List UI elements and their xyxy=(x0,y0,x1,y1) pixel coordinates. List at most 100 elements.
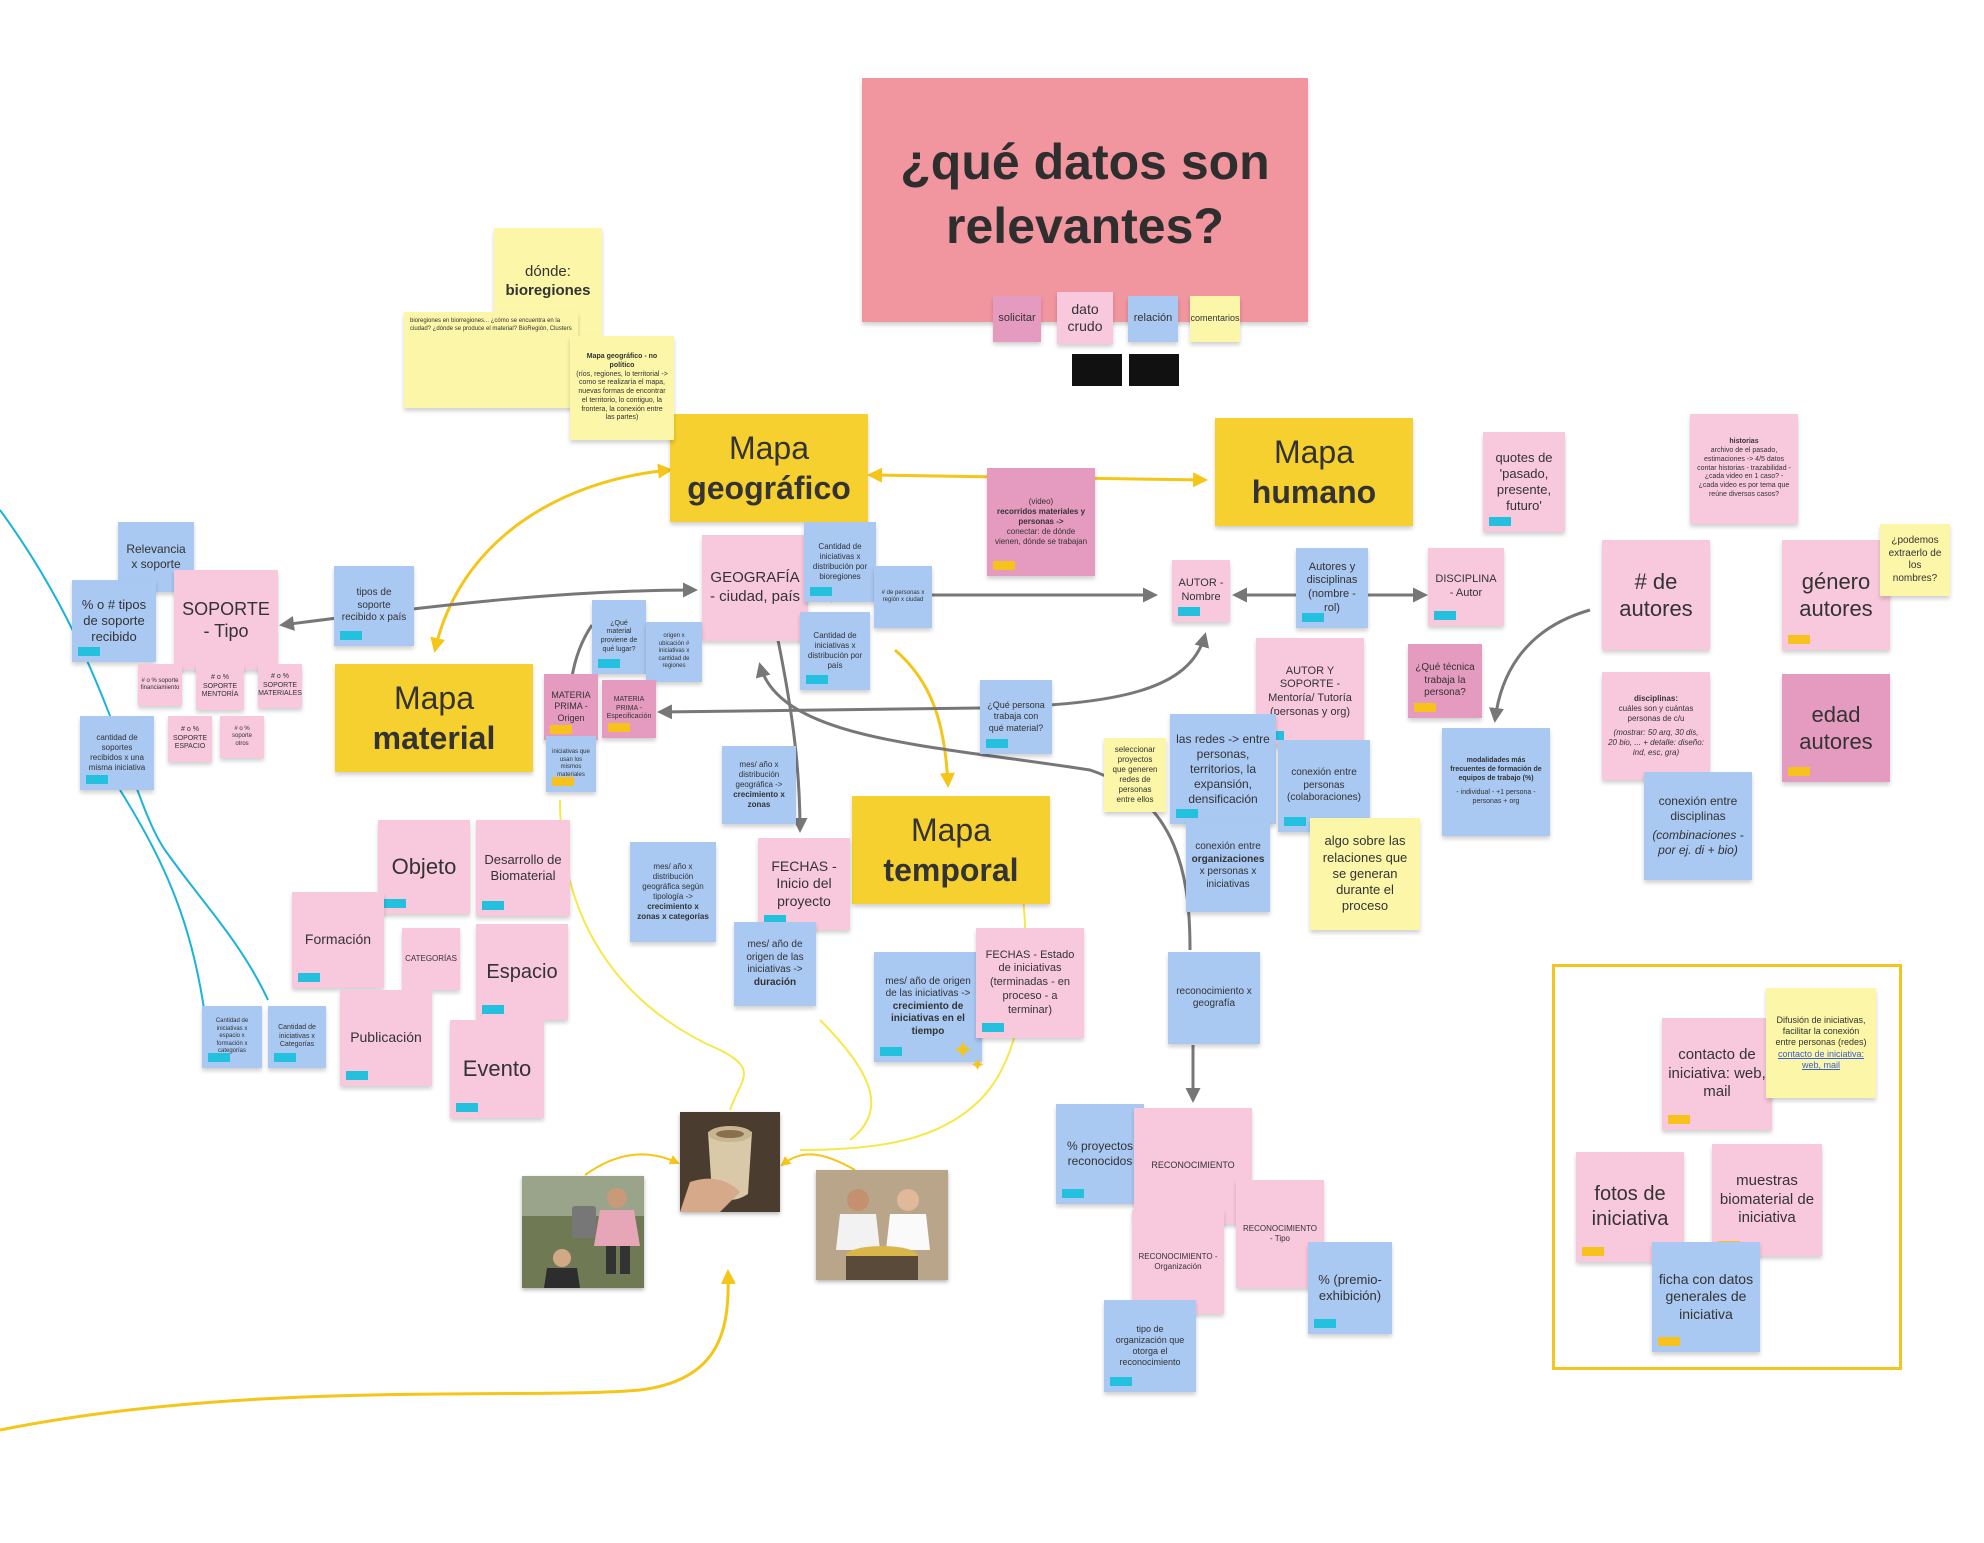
note-las-redes[interactable]: las redes -> entre personas, territorios… xyxy=(1170,714,1276,824)
tag xyxy=(552,777,574,786)
note-soporte-materiales[interactable]: # o % SOPORTE MATERIALES xyxy=(258,664,302,708)
note-evento[interactable]: Evento xyxy=(450,1020,544,1118)
note-que-material[interactable]: ¿Qué material proviene de qué lugar? xyxy=(592,600,646,674)
sparkle-icon: ✦ xyxy=(952,1035,974,1065)
note-genero-autores[interactable]: género autores xyxy=(1782,540,1890,650)
tag xyxy=(880,1047,902,1056)
note-reconocimiento-geografia[interactable]: reconocimiento x geografía xyxy=(1168,952,1260,1044)
note-seleccionar-proyectos[interactable]: seleccionar proyectos que generen redes … xyxy=(1104,738,1166,812)
note-cantidad-categorias-1[interactable]: Cantidad de iniciativas x espacio x form… xyxy=(202,1006,262,1068)
note-soporte-mentoria[interactable]: # o % SOPORTE MENTORÍA xyxy=(196,664,244,710)
note-quotes[interactable]: quotes de 'pasado, presente, futuro' xyxy=(1483,432,1565,532)
title-note[interactable]: ¿qué datos son relevantes? xyxy=(862,78,1308,322)
note-num-autores[interactable]: # de autores xyxy=(1602,540,1710,650)
note-disciplina-autor[interactable]: DISCIPLINA - Autor xyxy=(1428,548,1504,626)
note-pct-proyectos-reconocidos[interactable]: % proyectos reconocidos xyxy=(1056,1104,1144,1204)
cyan-line xyxy=(0,509,269,1001)
note-muestras[interactable]: muestras biomaterial de iniciativa xyxy=(1712,1144,1822,1256)
note-ficha[interactable]: ficha con datos generales de iniciativa xyxy=(1652,1242,1760,1352)
legend-dato-crudo[interactable]: dato crudo xyxy=(1057,292,1113,344)
tag xyxy=(986,739,1008,748)
note-materia-prima-especificacion[interactable]: MATERIA PRIMA - Especificación xyxy=(602,680,656,738)
legend-solicitar[interactable]: solicitar xyxy=(993,296,1041,342)
note-pct-premio[interactable]: % (premio- exhibición) xyxy=(1308,1242,1392,1334)
note-soporte-otros[interactable]: # o % soporte otros xyxy=(220,716,264,758)
note-geografia[interactable]: GEOGRAFÍA - ciudad, país xyxy=(702,535,808,641)
note-algo-relaciones[interactable]: algo sobre las relaciones que se generan… xyxy=(1310,818,1420,930)
note-materia-prima-origen[interactable]: MATERIA PRIMA - Origen xyxy=(544,674,598,740)
note-autores-disciplinas[interactable]: Autores y disciplinas (nombre - rol) xyxy=(1296,548,1368,628)
note-mes-anio-duracion[interactable]: mes/ año de origen de las iniciativas ->… xyxy=(734,922,816,1006)
tag xyxy=(482,901,504,910)
mapa-geografico-header[interactable]: Mapa geográfico xyxy=(670,414,868,522)
tag xyxy=(86,775,108,784)
note-conexion-personas[interactable]: conexión entre personas (colaboraciones) xyxy=(1278,740,1370,832)
mapa-humano-header[interactable]: Mapa humano xyxy=(1215,418,1413,526)
tag xyxy=(274,1053,296,1062)
vessel-image xyxy=(680,1112,780,1212)
tag xyxy=(1788,635,1810,644)
tag xyxy=(993,561,1015,570)
note-cantidad-soportes[interactable]: cantidad de soportes recibidos x una mis… xyxy=(80,716,154,790)
note-conexion-organizaciones[interactable]: conexión entre organizaciones x personas… xyxy=(1186,820,1270,912)
note-categorias[interactable]: CATEGORÍAS xyxy=(402,928,460,990)
tag xyxy=(384,899,406,908)
photo-lab-team[interactable] xyxy=(816,1170,948,1280)
note-tipos-soporte-pais[interactable]: tipos de soporte recibido x país xyxy=(334,566,414,646)
note-mapa-no-politico[interactable]: Mapa geográfico - no político (ríos, reg… xyxy=(570,336,674,440)
note-autor-nombre[interactable]: AUTOR - Nombre xyxy=(1172,560,1230,622)
photo-biomaterial-vessel[interactable] xyxy=(680,1112,780,1212)
note-cantidad-pais[interactable]: Cantidad de iniciativas x distribución p… xyxy=(800,612,870,690)
note-bioregiones-info[interactable]: bioregiones en biorregiones... ¿cómo se … xyxy=(404,312,578,408)
note-mes-anio-categorias[interactable]: mes/ año x distribución geográfica según… xyxy=(630,842,716,942)
note-que-tecnica[interactable]: ¿Qué técnica trabaja la persona? xyxy=(1408,644,1482,718)
arrow-geo-reconocimiento xyxy=(755,662,1192,951)
note-soporte-espacio[interactable]: # o % SOPORTE ESPACIO xyxy=(168,716,212,762)
note-cantidad-categorias-2[interactable]: Cantidad de iniciativas x Categorías xyxy=(268,1006,326,1068)
note-formacion[interactable]: Formación xyxy=(292,892,384,988)
note-historias[interactable]: historias archivo de el pasado, estimaci… xyxy=(1690,414,1798,524)
note-iniciativas-materiales[interactable]: iniciativas que usan los mismos material… xyxy=(546,736,596,792)
note-edad-autores[interactable]: edad autores xyxy=(1782,674,1890,782)
mapa-material-header[interactable]: Mapa material xyxy=(335,664,533,772)
tag xyxy=(982,1023,1004,1032)
note-soporte-financiamiento[interactable]: # o % soporte financiamiento xyxy=(138,664,182,706)
note-mes-anio-crecimiento[interactable]: mes/ año de origen de las iniciativas ->… xyxy=(874,952,982,1062)
legend-relacion[interactable]: relación xyxy=(1128,296,1178,342)
note-conexion-disciplinas[interactable]: conexión entre disciplinas (combinacione… xyxy=(1644,772,1752,880)
photo-people-garden[interactable] xyxy=(522,1176,644,1288)
note-que-persona[interactable]: ¿Qué persona trabaja con qué material? xyxy=(980,680,1052,754)
note-objeto[interactable]: Objeto xyxy=(378,820,470,914)
note-pct-tipos-soporte[interactable]: % o # tipos de soporte recibido xyxy=(72,580,156,662)
cyan-line-2 xyxy=(119,789,211,1061)
note-podemos-extraer[interactable]: ¿podemos extraerlo de los nombres? xyxy=(1880,524,1950,596)
note-modalidades[interactable]: modalidades más frecuentes de formación … xyxy=(1442,728,1550,836)
note-soporte-tipo[interactable]: SOPORTE - Tipo xyxy=(174,570,278,670)
note-publicacion[interactable]: Publicación xyxy=(340,990,432,1086)
note-personas-lugar[interactable]: # de personas x región x ciudad xyxy=(874,566,932,628)
photo-arrow-right xyxy=(780,1153,856,1171)
tag xyxy=(1314,1319,1336,1328)
legend-comentarios[interactable]: comentarios xyxy=(1190,296,1240,342)
note-contacto[interactable]: contacto de iniciativa: web, mail xyxy=(1662,1018,1772,1130)
note-fechas-inicio[interactable]: FECHAS - Inicio del proyecto xyxy=(758,838,850,930)
note-difusion[interactable]: Difusión de iniciativas, facilitar la co… xyxy=(1766,988,1876,1098)
note-cantidad-bioregiones[interactable]: Cantidad de iniciativas x distribución p… xyxy=(804,522,876,602)
note-video-recorridos[interactable]: (video) recorridos materiales y personas… xyxy=(987,468,1095,576)
note-mes-anio-zonas[interactable]: mes/ año x distribución geográfica -> cr… xyxy=(722,746,796,824)
arrow-soporte-geo xyxy=(279,582,698,631)
note-espacio[interactable]: Espacio xyxy=(476,924,568,1020)
tag xyxy=(1414,703,1436,712)
tag xyxy=(810,587,832,596)
tag xyxy=(340,631,362,640)
note-reconocimiento-organizacion[interactable]: RECONOCIMIENTO - Organización xyxy=(1132,1210,1224,1314)
note-tipo-organizacion[interactable]: tipo de organización que otorga el recon… xyxy=(1104,1300,1196,1392)
note-desarrollo-biomaterial[interactable]: Desarrollo de Biomaterial xyxy=(476,820,570,916)
note-reconocimiento[interactable]: RECONOCIMIENTO xyxy=(1134,1108,1252,1224)
note-fechas-estado[interactable]: FECHAS - Estado de iniciativas (terminad… xyxy=(976,928,1084,1038)
sparkle-icon: ✦ xyxy=(970,1055,986,1075)
mapa-temporal-header[interactable]: Mapa temporal xyxy=(852,796,1050,904)
note-disciplinas[interactable]: disciplinas: cuáles son y cuántas person… xyxy=(1602,672,1710,780)
note-origen-material[interactable]: origen x ubicación # iniciativas x canti… xyxy=(646,622,702,682)
